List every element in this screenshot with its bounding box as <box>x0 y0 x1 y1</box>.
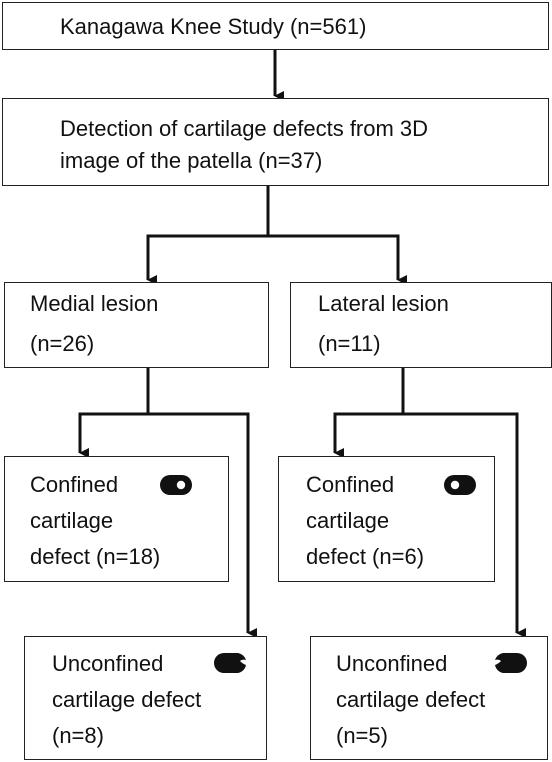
arrow-lateral-to-confined <box>333 368 405 458</box>
arrow-detection-to-medial <box>146 186 270 285</box>
arrow-lateral-to-unconfined <box>403 412 526 638</box>
unconfined-defect-icon <box>214 653 246 673</box>
unconfined-defect-icon <box>495 653 527 673</box>
lateral-confined-label-line3: defect (n=6) <box>306 544 425 569</box>
lateral-confined-label-line2: cartilage <box>306 508 390 533</box>
medial-confined-box <box>4 456 229 582</box>
confined-defect-icon <box>160 475 192 495</box>
lateral-confined-label-line1: Confined <box>306 472 395 497</box>
medial-lesion-label-line2: (n=26) <box>30 331 95 356</box>
medial-lesion-label-line1: Medial lesion <box>30 291 159 316</box>
study-label: Kanagawa Knee Study (n=561) <box>60 14 367 39</box>
medial-confined-label-line3: defect (n=18) <box>30 544 161 569</box>
medial-confined-label-line1: Confined <box>30 472 119 497</box>
detection-label-line2: image of the patella (n=37) <box>60 148 323 173</box>
study-box <box>2 2 549 50</box>
medial-unconfined-label-line3: (n=8) <box>52 723 104 748</box>
arrow-detection-to-lateral <box>268 234 407 285</box>
confined-defect-icon <box>444 475 476 495</box>
medial-lesion-box <box>4 282 269 368</box>
lateral-unconfined-label-line1: Unconfined <box>336 651 448 676</box>
arrow-medial-to-unconfined <box>148 412 257 638</box>
lateral-unconfined-label-line2: cartilage defect <box>336 687 486 712</box>
arrow-medial-to-confined <box>78 368 150 458</box>
detection-label-line1: Detection of cartilage defects from 3D <box>60 116 429 141</box>
medial-unconfined-label-line2: cartilage defect <box>52 687 202 712</box>
lateral-lesion-box <box>290 282 552 368</box>
detection-box <box>2 98 549 186</box>
lateral-unconfined-label-line3: (n=5) <box>336 723 388 748</box>
medial-confined-label-line2: cartilage <box>30 508 114 533</box>
lateral-lesion-label-line2: (n=11) <box>318 331 381 356</box>
medial-unconfined-label-line1: Unconfined <box>52 651 164 676</box>
lateral-lesion-label-line1: Lateral lesion <box>318 291 449 316</box>
